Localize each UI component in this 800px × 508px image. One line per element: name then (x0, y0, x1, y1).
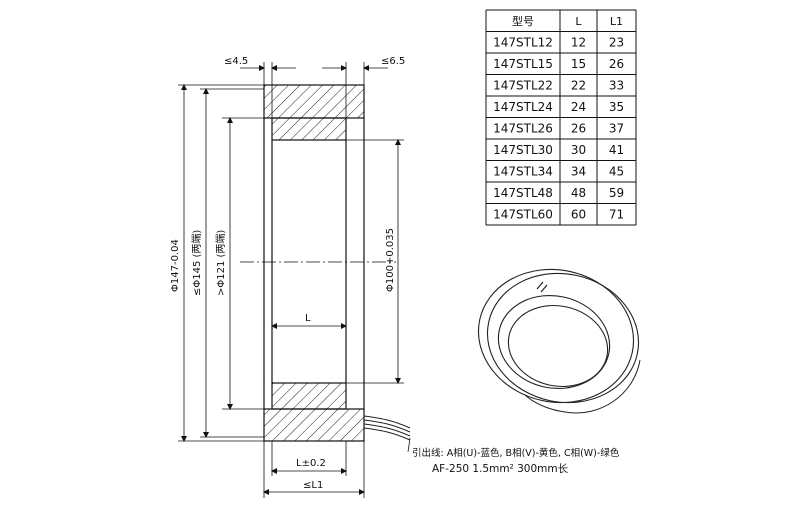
dim-inner-length: L (305, 313, 311, 324)
dim-right-flange: ≤6.5 (381, 56, 405, 67)
table-cell: 147STL34 (493, 165, 553, 179)
dim-outer-diameter: Φ147-0.04 (170, 239, 181, 292)
cable-spec: AF-250 1.5mm² 300mm长 (432, 463, 569, 475)
motor-ring-illustration (477, 268, 641, 414)
table-cell: 30 (571, 143, 586, 157)
dim-inner-diameter: Φ100+0.035 (385, 228, 396, 292)
bottom-inner-ring (271, 382, 347, 410)
dim-total-length: ≤L1 (303, 480, 323, 491)
table-cell: 147STL15 (493, 57, 553, 71)
table-header-cell: L1 (610, 15, 623, 28)
table-cell: 59 (609, 186, 624, 200)
table-cell: 35 (609, 100, 624, 114)
table-cell: 26 (571, 122, 586, 136)
table-header-cell: L (575, 15, 582, 28)
model-table: 型号 L L1 147STL12 12 23 147STL15 15 26 147STL22 22 3… (485, 9, 637, 226)
lead-wires (363, 415, 411, 441)
top-outer-ring (263, 84, 365, 119)
table-cell: 147STL12 (493, 36, 553, 50)
dim-bore-min: >Φ121 (两端) (214, 230, 227, 296)
top-inner-ring (271, 117, 347, 141)
table-cell: 147STL24 (493, 100, 553, 114)
dim-length-tolerance: L±0.2 (296, 458, 326, 469)
table-header-cell: 型号 (512, 14, 534, 28)
dimensions (178, 62, 404, 498)
table-cell: 147STL60 (493, 208, 553, 222)
table-cell: 45 (609, 165, 624, 179)
table-cell: 22 (571, 79, 586, 93)
table-cell: 12 (571, 36, 586, 50)
dim-housing-max: ≤Φ145 (两端) (190, 230, 203, 296)
table-cell: 71 (609, 208, 624, 222)
table-cell: 26 (609, 57, 624, 71)
table-cell: 147STL26 (493, 122, 553, 136)
table-cell: 15 (571, 57, 586, 71)
table-cell: 34 (571, 165, 586, 179)
lead-wire-note: 引出线: A相(U)-蓝色, B相(V)-黄色, C相(W)-绿色 (412, 447, 620, 459)
table-cell: 60 (571, 208, 586, 222)
table-cell: 33 (609, 79, 624, 93)
section-view (240, 84, 411, 453)
table-cell: 24 (571, 100, 586, 114)
table-cell: 147STL30 (493, 143, 553, 157)
table-cell: 48 (571, 186, 586, 200)
bottom-outer-ring (263, 408, 365, 442)
table-cell: 23 (609, 36, 624, 50)
table-cell: 41 (609, 143, 624, 157)
dim-left-flange: ≤4.5 (224, 56, 248, 67)
table-cell: 147STL22 (493, 79, 553, 93)
table-cell: 147STL48 (493, 186, 553, 200)
table-cell: 37 (609, 122, 624, 136)
